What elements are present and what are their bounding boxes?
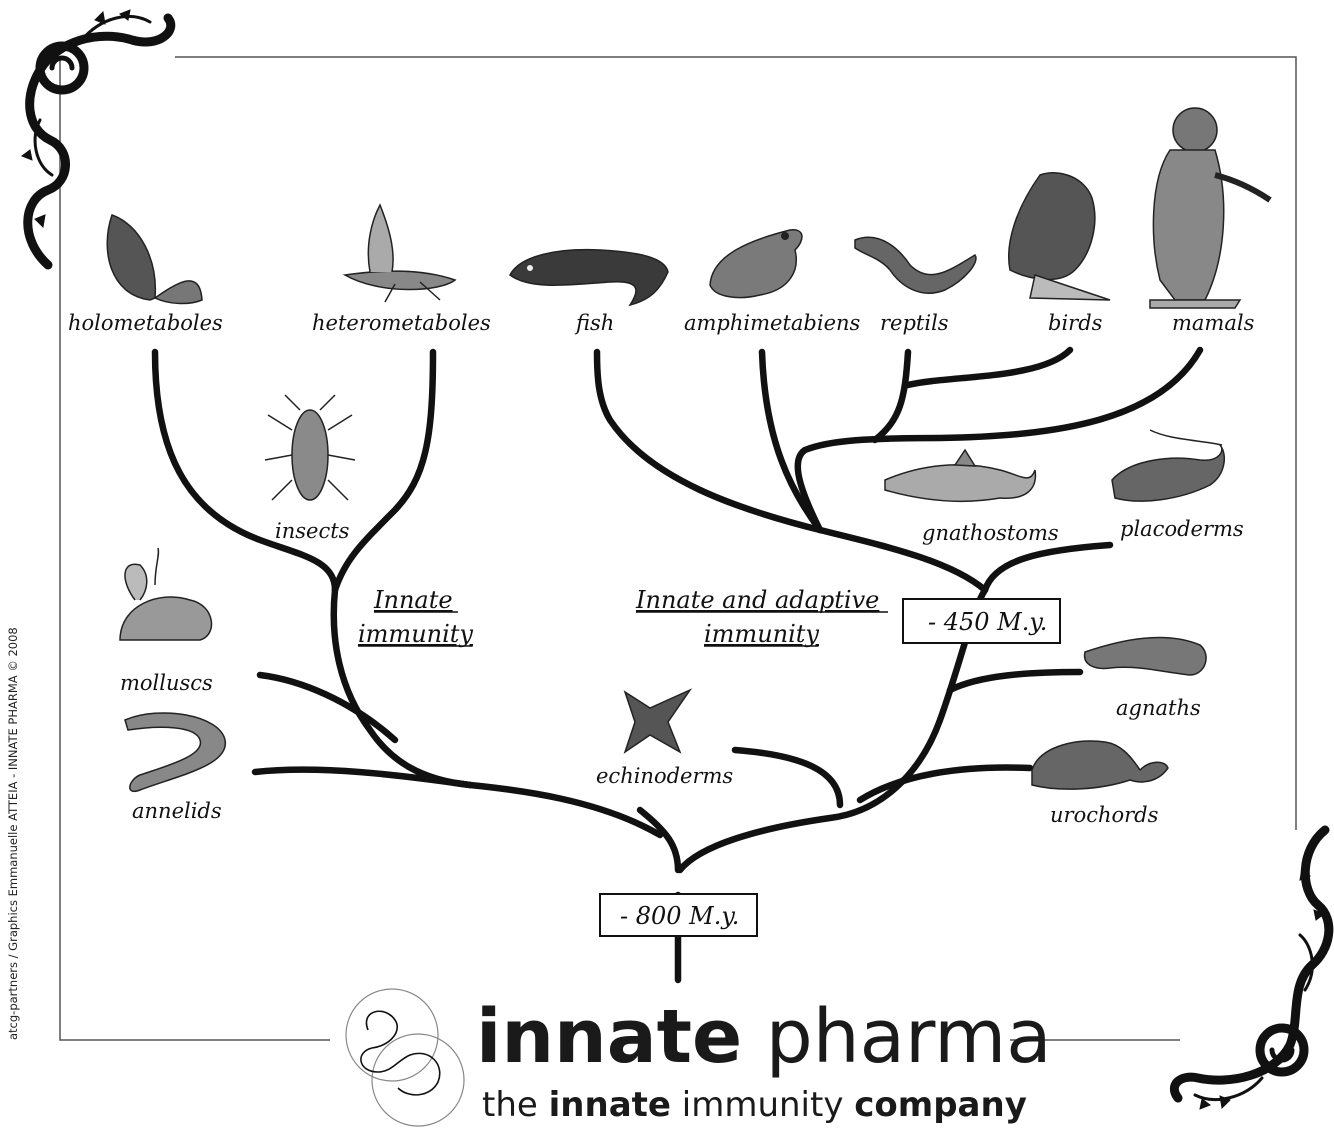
bottom-right-ornament [1174,830,1328,1109]
mollusc-icon [120,548,211,640]
label-annelids: annelids [132,799,222,823]
grasshopper-icon [345,205,455,302]
salamander-icon [855,237,976,293]
label-amphimetabiens: amphimetabiens [684,311,861,335]
logo-mark [346,989,464,1126]
label-molluscs: molluscs [120,671,213,695]
timepoint-root: - 800 M.y. [600,894,757,936]
fish-icon [510,250,668,305]
label-holometaboles: holometaboles [68,311,223,335]
group-labels: Innate immunity Innate and adaptive immu… [358,586,888,648]
label-echinoderms: echinoderms [596,764,733,788]
credit-text: atcg-partners / Graphics Emmanuelle ATTE… [6,627,20,1040]
label-reptils: reptils [880,311,949,335]
insect-icon [265,395,355,500]
brand-word-innate: innate [476,994,742,1080]
agnath-icon [1085,637,1207,675]
label-mamals: mamals [1172,311,1255,335]
urochord-icon [1032,741,1168,789]
brand-word-pharma: pharma [766,994,1052,1080]
starfish-icon [625,690,690,752]
label-heterometaboles: heterometaboles [312,311,491,335]
label-birds: birds [1048,311,1103,335]
butterfly-icon [107,215,202,304]
timepoint-vertebrates-label: - 450 M.y. [928,608,1047,636]
timepoint-root-label: - 800 M.y. [620,902,739,930]
innate-immunity-line2: immunity [358,620,473,648]
eagle-icon [1009,173,1110,300]
brand-wordmark: innate pharma [476,1000,1052,1074]
label-gnathostoms: gnathostoms [922,521,1059,545]
label-insects: insects [275,519,350,543]
ape-icon [1150,108,1270,308]
brand-tagline: the innate immunity company [482,1088,1027,1122]
tagline-immunity: immunity [682,1085,844,1125]
adaptive-immunity-line1: Innate and adaptive [635,586,879,614]
label-urochords: urochords [1050,803,1159,827]
placoderm-icon [1112,430,1224,501]
top-left-ornament [22,10,171,265]
tagline-innate: innate [549,1085,671,1125]
frog-icon [710,230,802,298]
innate-immunity-line1: Innate [373,586,453,614]
tagline-company: company [854,1085,1027,1125]
annelid-icon [125,713,225,791]
shark-icon [885,450,1035,501]
label-fish: fish [574,311,614,335]
label-placoderms: placoderms [1120,517,1244,541]
adaptive-immunity-line2: immunity [704,620,819,648]
label-agnaths: agnaths [1116,696,1201,720]
tagline-the: the [482,1085,538,1125]
timepoint-vertebrates: - 450 M.y. [903,599,1060,643]
organism-sketches [107,108,1270,791]
